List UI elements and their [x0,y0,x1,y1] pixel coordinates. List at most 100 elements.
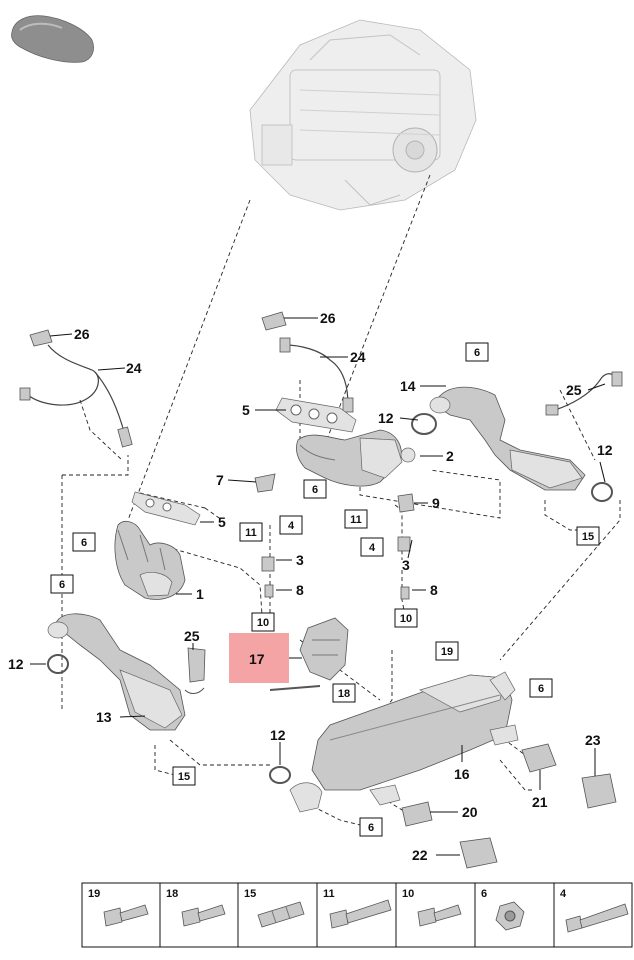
callout-5-lower: 5 [218,514,226,530]
bolt-8-left [264,584,274,598]
spacer-3-left [261,556,275,572]
callout-labels: 26 24 26 24 5 12 2 14 25 12 7 5 9 3 3 8 … [8,310,613,863]
ref-box-4: 4 [279,515,303,535]
svg-text:6: 6 [538,683,544,695]
spacer-3-right [397,536,411,552]
rear-silencer-16 [289,671,519,813]
ref-box-4: 4 [360,537,384,557]
callout-21: 21 [532,794,548,810]
svg-text:11: 11 [350,514,362,526]
callout-14: 14 [400,378,416,394]
callout-26-middle: 26 [320,310,336,326]
bolt-10-icon [417,904,462,927]
callout-5-upper: 5 [242,402,250,418]
callout-17: 17 [249,651,265,667]
callout-25-left: 25 [184,628,200,644]
nut-6-icon [495,901,525,931]
gasket-12-upper [411,413,437,435]
connecting-pipe-14 [429,386,586,491]
svg-text:18: 18 [338,688,350,700]
bolt-19-icon [103,904,149,927]
svg-text:4: 4 [288,520,295,532]
callout-13: 13 [96,709,112,725]
callout-22: 22 [412,847,428,863]
svg-text:6: 6 [59,579,65,591]
ref-box-18: 18 [332,683,356,703]
ref-box-15: 15 [576,526,600,546]
callout-1: 1 [196,586,204,602]
bolt-8-right [400,586,410,600]
ref-box-11: 11 [344,509,368,529]
callout-12-upper: 12 [378,410,394,426]
bracket-7 [254,473,276,493]
svg-text:10: 10 [400,613,412,625]
engine-illustration [249,19,477,211]
bolt-11-icon [329,899,392,929]
callout-3-right: 3 [402,557,410,573]
callout-7: 7 [216,472,224,488]
legend-label-18: 18 [166,888,178,900]
callout-12-lower: 12 [270,727,286,743]
callout-20: 20 [462,804,478,820]
bracket-9 [397,493,415,513]
legend-label-6: 6 [481,888,487,900]
svg-text:15: 15 [178,771,190,783]
bolt-18-icon [181,904,226,927]
callout-3-left: 3 [296,552,304,568]
callout-8-left: 8 [296,582,304,598]
gasket-5-upper [275,397,357,433]
tailpipe-23 [581,773,617,809]
car-silhouette-icon [11,15,94,63]
legend-label-15: 15 [244,888,256,900]
ref-box-6: 6 [50,574,74,594]
svg-text:6: 6 [81,537,87,549]
bolt-4-icon [565,903,629,933]
svg-text:4: 4 [369,542,376,554]
svg-text:6: 6 [368,822,374,834]
legend-label-19: 19 [88,888,100,900]
legend-label-11: 11 [323,888,335,900]
ref-box-6: 6 [529,678,553,698]
callout-12-right: 12 [597,442,613,458]
svg-text:19: 19 [441,646,453,658]
connecting-pipe-13 [47,613,186,731]
gasket-12-lower [269,766,291,784]
oxygen-sensor-right [545,371,623,416]
oxygen-sensor-middle [261,311,354,413]
stud-15-icon [257,901,305,928]
callout-9: 9 [432,495,440,511]
callout-25-right: 25 [566,382,582,398]
callout-2: 2 [446,448,454,464]
callout-26-left: 26 [74,326,90,342]
tailpipe-21 [521,743,557,773]
callout-8-right: 8 [430,582,438,598]
gasket-5-lower [131,491,201,526]
bracket-17 [269,617,349,691]
svg-text:6: 6 [474,347,480,359]
callout-23: 23 [585,732,601,748]
tailpipe-20 [401,801,433,827]
callout-16: 16 [454,766,470,782]
tailpipe-22 [459,837,498,869]
fastener-legend: 19 18 15 11 10 6 4 [81,882,633,948]
ref-box-6: 6 [72,532,96,552]
leader-lines [30,317,606,856]
svg-text:6: 6 [312,484,318,496]
ref-box-19: 19 [435,641,459,661]
ref-box-6: 6 [359,817,383,837]
boxed-reference-labels: 6 6 11 11 4 4 6 6 15 10 10 19 18 6 15 6 [50,342,600,837]
svg-text:10: 10 [257,617,269,629]
svg-text:15: 15 [582,531,594,543]
exhaust-manifold-2 [296,429,416,487]
legend-label-10: 10 [402,888,414,900]
bracket-25-left [184,647,206,694]
ref-box-6: 6 [303,479,327,499]
gasket-12-right [591,482,613,502]
ref-box-11: 11 [239,522,263,542]
legend-label-4: 4 [560,888,567,900]
dashed-assembly-lines [61,174,621,856]
svg-text:11: 11 [245,527,257,539]
highlight-17 [229,633,289,683]
gasket-12-left [47,654,69,674]
